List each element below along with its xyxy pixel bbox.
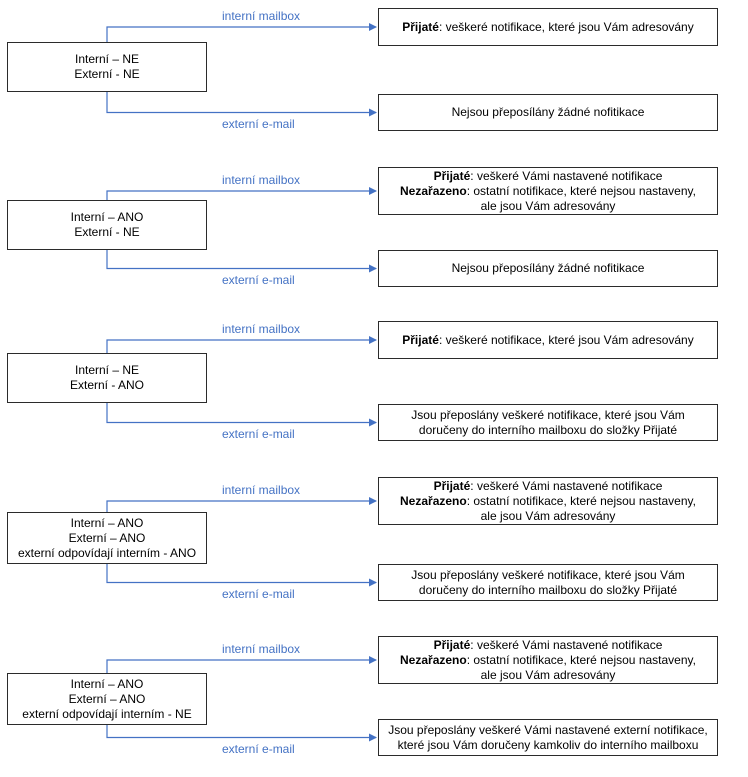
- external-connector-arrow: [106, 92, 377, 117]
- internal-result-line: ale jsou Vám adresovány: [481, 199, 616, 214]
- external-connector-arrow: [106, 250, 377, 273]
- internal-result-text: ale jsou Vám adresovány: [480, 508, 616, 523]
- external-result-box: Jsou přeposlány veškeré Vámi nastavené e…: [378, 719, 718, 756]
- internal-result-text: : veškeré Vámi nastavené notifikace: [470, 478, 663, 493]
- external-result-line: doručeny do interního mailboxu do složky…: [419, 583, 677, 598]
- external-connector-arrow: [106, 403, 377, 427]
- external-result-line: které jsou Vám doručeny kamkoliv do inte…: [398, 738, 699, 753]
- condition-line: Externí – ANO: [68, 691, 146, 706]
- external-result-line: Nejsou přeposílány žádné nofitikace: [452, 261, 645, 276]
- internal-mailbox-label: interní mailbox: [222, 642, 301, 656]
- external-result-box: Nejsou přeposílány žádné nofitikace: [378, 250, 718, 287]
- internal-mailbox-label: interní mailbox: [222, 483, 301, 497]
- internal-result-line: Přijaté: veškeré Vámi nastavené notifika…: [434, 638, 663, 653]
- external-email-label: externí e-mail: [222, 741, 295, 756]
- internal-connector-arrow: [106, 497, 377, 512]
- external-result-line: Jsou přeposlány veškeré Vámi nastavené e…: [388, 723, 708, 738]
- internal-result-bold-label: Nezařazeno: [400, 652, 467, 667]
- internal-result-bold-label: Přijaté: [402, 332, 439, 347]
- internal-result-text: : ostatní notifikace, které nejsou nasta…: [466, 493, 696, 508]
- internal-result-box: Přijaté: veškeré Vámi nastavené notifika…: [378, 167, 718, 215]
- condition-line: Interní – ANO: [70, 676, 144, 691]
- external-result-box: Nejsou přeposílány žádné nofitikace: [378, 94, 718, 131]
- internal-result-bold-label: Přijaté: [402, 19, 439, 34]
- external-result-text: Nejsou přeposílány žádné nofitikace: [451, 105, 645, 119]
- internal-result-text: ale jsou Vám adresovány: [480, 667, 616, 682]
- external-result-line: doručeny do interního mailboxu do složky…: [419, 423, 677, 438]
- internal-result-line: ale jsou Vám adresovány: [481, 668, 616, 683]
- condition-line: Externí – ANO: [68, 530, 146, 545]
- external-result-text: doručeny do interního mailboxu do složky…: [418, 422, 678, 437]
- condition-line: Interní – NE: [74, 363, 140, 377]
- external-result-text: doručeny do interního mailboxu do složky…: [418, 582, 678, 597]
- internal-result-bold-label: Přijaté: [433, 168, 471, 183]
- internal-result-line: Nezařazeno: ostatní notifikace, které ne…: [400, 184, 696, 199]
- internal-result-text: : ostatní notifikace, které nejsou nasta…: [466, 652, 696, 667]
- internal-mailbox-label: interní mailbox: [222, 9, 301, 23]
- condition-line: Interní – NE: [74, 52, 140, 66]
- condition-line: Interní – ANO: [70, 210, 144, 224]
- condition-line: externí odpovídají interním - NE: [22, 706, 192, 721]
- internal-result-bold-label: Přijaté: [433, 478, 471, 493]
- external-connector-arrow: [106, 725, 377, 742]
- external-result-line: Nejsou přeposílány žádné nofitikace: [452, 105, 645, 120]
- external-result-text: Jsou přeposlány veškeré notifikace, kter…: [411, 407, 685, 422]
- internal-connector-arrow: [106, 656, 377, 673]
- external-result-line: Jsou přeposlány veškeré notifikace, kter…: [411, 568, 684, 583]
- internal-result-text: : veškeré Vámi nastavené notifikace: [470, 637, 663, 652]
- internal-connector-arrow: [106, 23, 377, 42]
- external-result-text: Jsou přeposlány veškeré Vámi nastavené e…: [388, 722, 708, 737]
- internal-result-line: ale jsou Vám adresovány: [481, 509, 616, 524]
- internal-result-text: : ostatní notifikace, které nejsou nasta…: [466, 183, 696, 198]
- external-result-text: které jsou Vám doručeny kamkoliv do inte…: [397, 737, 699, 752]
- external-email-label: externí e-mail: [222, 272, 295, 287]
- external-email-label: externí e-mail: [222, 116, 295, 131]
- internal-result-text: : veškeré notifikace, které jsou Vám adr…: [438, 332, 694, 347]
- internal-result-line: Nezařazeno: ostatní notifikace, které ne…: [400, 494, 696, 509]
- internal-mailbox-label: interní mailbox: [222, 173, 301, 187]
- condition-line: Externí - ANO: [69, 378, 145, 392]
- external-email-label: externí e-mail: [222, 586, 295, 601]
- internal-result-text: : veškeré Vámi nastavené notifikace: [470, 168, 663, 183]
- external-result-text: Jsou přeposlány veškeré notifikace, kter…: [411, 567, 685, 582]
- internal-result-bold-label: Nezařazeno: [400, 493, 467, 508]
- condition-line: Externí - NE: [74, 225, 140, 239]
- condition-line: externí odpovídají interním - ANO: [17, 545, 197, 560]
- internal-result-box: Přijaté: veškeré notifikace, které jsou …: [378, 321, 718, 359]
- internal-result-line: Nezařazeno: ostatní notifikace, které ne…: [400, 653, 696, 668]
- internal-connector-arrow: [106, 187, 377, 200]
- external-connector-arrow: [106, 564, 377, 587]
- external-result-box: Jsou přeposlány veškeré notifikace, kter…: [378, 404, 718, 441]
- external-email-label: externí e-mail: [222, 426, 295, 441]
- internal-mailbox-label: interní mailbox: [222, 322, 301, 336]
- external-result-box: Jsou přeposlány veškeré notifikace, kter…: [378, 564, 718, 601]
- internal-result-box: Přijaté: veškeré Vámi nastavené notifika…: [378, 477, 718, 525]
- internal-result-box: Přijaté: veškeré notifikace, které jsou …: [378, 8, 718, 46]
- internal-result-box: Přijaté: veškeré Vámi nastavené notifika…: [378, 636, 718, 684]
- internal-result-line: Přijaté: veškeré Vámi nastavené notifika…: [434, 169, 663, 184]
- condition-line: Externí - NE: [74, 67, 140, 81]
- internal-result-bold-label: Přijaté: [433, 637, 471, 652]
- external-result-text: Nejsou přeposílány žádné nofitikace: [451, 261, 645, 275]
- internal-result-line: Přijaté: veškeré Vámi nastavené notifika…: [434, 479, 663, 494]
- internal-result-text: : veškeré notifikace, které jsou Vám adr…: [438, 19, 694, 34]
- internal-result-text: ale jsou Vám adresovány: [480, 198, 616, 213]
- internal-result-line: Přijaté: veškeré notifikace, které jsou …: [402, 20, 693, 35]
- internal-connector-arrow: [106, 336, 377, 353]
- external-result-line: Jsou přeposlány veškeré notifikace, kter…: [411, 408, 684, 423]
- internal-result-line: Přijaté: veškeré notifikace, které jsou …: [402, 333, 693, 348]
- condition-line: Interní – ANO: [70, 515, 144, 530]
- internal-result-bold-label: Nezařazeno: [400, 183, 467, 198]
